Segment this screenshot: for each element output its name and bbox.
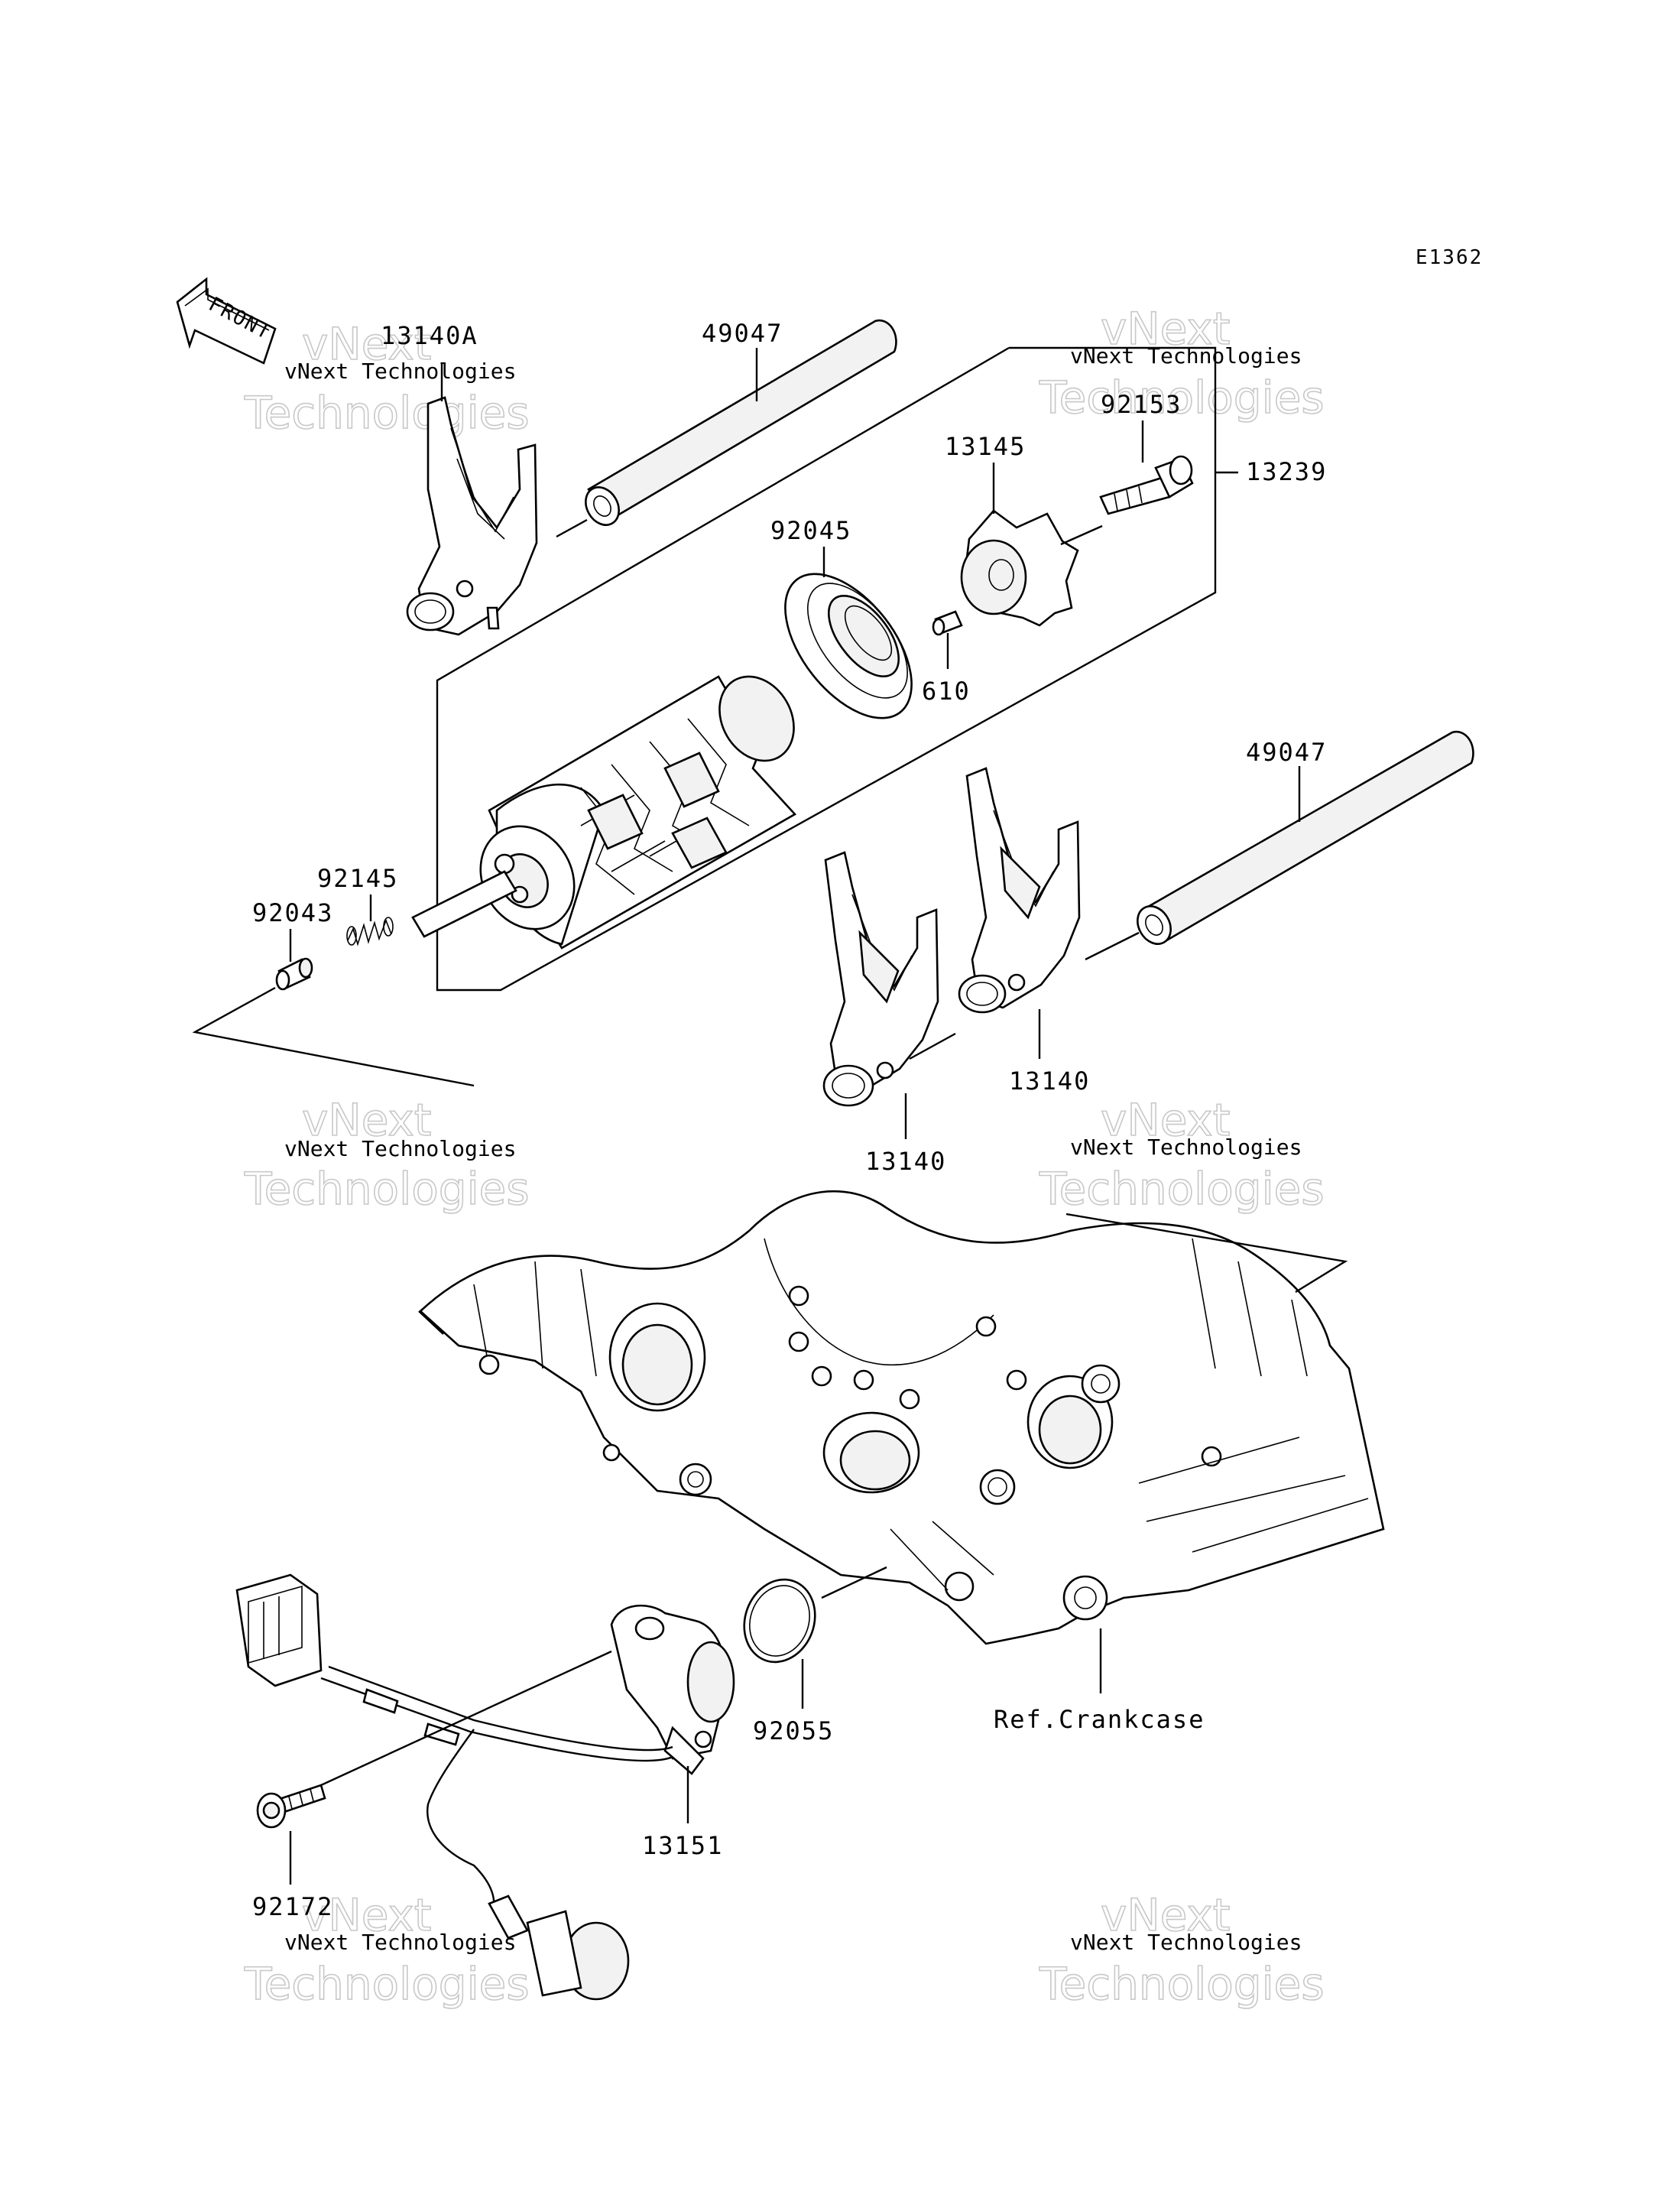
bolt-92172	[256, 1784, 326, 1829]
label-13145: 13145	[945, 432, 1026, 461]
shift-fork-13140a	[406, 396, 538, 636]
watermark-bottom-left: vNext Technologies vNext Technologies	[243, 1888, 530, 2011]
label-92153: 92153	[1101, 390, 1182, 419]
svg-text:Technologies: Technologies	[244, 1163, 530, 1215]
svg-text:vNext: vNext	[302, 318, 431, 370]
label-13151: 13151	[642, 1831, 723, 1860]
svg-text:Technologies: Technologies	[244, 1958, 530, 2010]
svg-text:vNext: vNext	[1101, 1094, 1230, 1146]
svg-text:vNext: vNext	[302, 1889, 431, 1941]
label-610: 610	[922, 677, 971, 706]
detent-pin-92043	[275, 957, 313, 991]
crankcase	[418, 1190, 1385, 1645]
label-49047-top: 49047	[702, 319, 783, 348]
svg-text:vNext: vNext	[302, 1094, 431, 1146]
svg-text:vNext Technologies: vNext Technologies	[1070, 1135, 1302, 1160]
svg-text:Technologies: Technologies	[1039, 1958, 1325, 2010]
shift-drum	[479, 675, 797, 950]
svg-text:vNext: vNext	[1101, 1889, 1230, 1941]
label-13140-low: 13140	[865, 1147, 946, 1176]
diagram-code: E1362	[1416, 246, 1483, 269]
o-ring-92055	[743, 1578, 816, 1664]
label-13239: 13239	[1246, 457, 1327, 486]
svg-text:Technologies: Technologies	[1039, 372, 1325, 424]
label-92055: 92055	[753, 1716, 834, 1745]
detent-guide-line	[192, 986, 475, 1087]
dowel-pin-610	[932, 610, 963, 636]
label-13140a: 13140A	[381, 321, 478, 350]
label-92043: 92043	[252, 898, 333, 927]
gear-position-sensor-13151	[235, 1573, 735, 2001]
label-92145: 92145	[317, 864, 398, 893]
watermark-top-right: vNext Technologies vNext Technologies	[1038, 302, 1325, 424]
label-92172: 92172	[252, 1892, 333, 1921]
svg-text:vNext: vNext	[1101, 303, 1230, 355]
bolt-92153	[1099, 455, 1194, 515]
drum-assembly-bracket	[436, 346, 1217, 992]
svg-text:vNext Technologies: vNext Technologies	[284, 1930, 516, 1955]
svg-text:vNext Technologies: vNext Technologies	[284, 359, 516, 384]
shift-drum-cam-13145	[960, 509, 1103, 627]
bearing-92045	[784, 573, 913, 719]
sensor-guide-line	[320, 1650, 612, 1787]
shift-shaft-bottom	[1137, 730, 1474, 945]
watermark-mid-right: vNext Technologies vNext Technologies	[1038, 1093, 1325, 1216]
watermark-mid-left: vNext Technologies vNext Technologies	[243, 1093, 530, 1216]
shift-fork-13140-mid	[958, 767, 1081, 1014]
shift-fork-13140-low	[822, 851, 939, 1107]
svg-text:Technologies: Technologies	[244, 387, 530, 439]
label-49047-bottom: 49047	[1246, 738, 1327, 767]
svg-text:vNext Technologies: vNext Technologies	[1070, 1930, 1302, 1955]
label-92045: 92045	[770, 516, 851, 545]
label-ref-crankcase: Ref.Crankcase	[994, 1705, 1205, 1734]
watermark-top-left: vNext Technologies vNext Technologies	[243, 317, 530, 440]
svg-text:Technologies: Technologies	[1039, 1163, 1325, 1215]
svg-text:vNext Technologies: vNext Technologies	[284, 1136, 516, 1161]
front-arrow-icon: FRONT	[176, 277, 277, 365]
label-13140-mid: 13140	[1009, 1067, 1090, 1096]
shift-shaft-top	[585, 319, 897, 526]
watermark-bottom-right: vNext Technologies vNext Technologies	[1038, 1888, 1325, 2011]
drum-shaft	[411, 870, 517, 938]
spring-92145	[346, 917, 394, 946]
